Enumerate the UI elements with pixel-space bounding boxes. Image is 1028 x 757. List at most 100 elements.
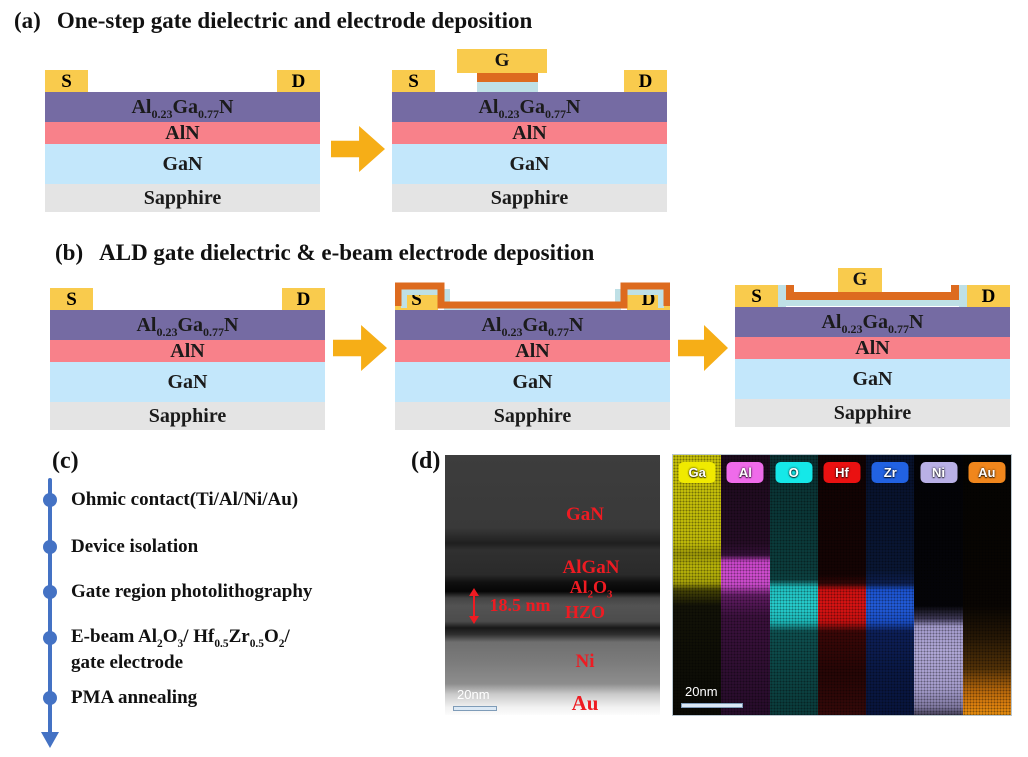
epi-stack: Al0.23Ga0.77N AlN GaN Sapphire <box>735 307 1010 427</box>
layer-aln: AlN <box>392 122 667 144</box>
device-b-conformal: S D Al0.23Ga0.77N AlN GaN Sapphire <box>395 278 670 430</box>
device-b-initial: S D Al0.23Ga0.77N AlN GaN Sapphire <box>50 288 325 430</box>
layer-algan: Al0.23Ga0.77N <box>50 310 325 340</box>
layer-sapphire: Sapphire <box>50 402 325 430</box>
layer-aln-label: AlN <box>512 122 547 144</box>
source-pad: S <box>735 285 778 307</box>
layer-aln: AlN <box>50 340 325 362</box>
layer-aln: AlN <box>45 122 320 144</box>
drain-label: D <box>638 70 653 92</box>
process-arrow-icon <box>331 126 385 172</box>
ebeam-metal-layer <box>395 282 670 309</box>
eds-badge-al: Al <box>726 462 764 483</box>
source-pad: S <box>50 288 93 310</box>
timeline-line <box>48 478 52 734</box>
panel-a-title-text: One-step gate dielectric and electrode d… <box>56 8 533 33</box>
panel-b-label: (b) <box>55 240 84 265</box>
layer-aln-label: AlN <box>855 337 890 359</box>
panel-c-label: (c) <box>52 448 79 474</box>
eds-scalebar <box>681 703 743 708</box>
tem-image: GaN AlGaN Al2O3 HZO Ni Au 18.5 nm 20nm <box>445 455 660 715</box>
layer-algan-label: Al0.23Ga0.77N <box>131 96 234 121</box>
source-label: S <box>751 285 762 307</box>
layer-algan: Al0.23Ga0.77N <box>45 92 320 122</box>
process-step: Ohmic contact(Ti/Al/Ni/Au) <box>71 489 299 510</box>
layer-algan-label: Al0.23Ga0.77N <box>478 96 581 121</box>
epi-stack: Al0.23Ga0.77N AlN GaN Sapphire <box>50 310 325 430</box>
layer-sapphire-label: Sapphire <box>493 405 572 427</box>
tem-label-au: Au <box>571 691 599 715</box>
layer-algan-label: Al0.23Ga0.77N <box>821 311 924 336</box>
source-label: S <box>61 70 72 92</box>
tem-label-hzo: HZO <box>564 602 606 622</box>
layer-gan: GaN <box>735 359 1010 399</box>
layer-gan: GaN <box>50 362 325 402</box>
panel-a-label: (a) <box>14 8 41 33</box>
eds-badge-zr: Zr <box>871 462 909 483</box>
process-step: Gate region photolithography <box>71 581 313 602</box>
source-label: S <box>66 288 77 310</box>
tem-label-al2o3: Al2O3 <box>569 577 613 601</box>
tem-label-ni: Ni <box>575 651 595 672</box>
layer-aln-label: AlN <box>170 340 205 362</box>
layer-algan-label: Al0.23Ga0.77N <box>481 314 584 339</box>
gate-label: G <box>852 269 868 290</box>
layer-sapphire: Sapphire <box>395 402 670 430</box>
layer-sapphire-label: Sapphire <box>148 405 227 427</box>
drain-label: D <box>296 288 311 310</box>
eds-strip-zr: Zr <box>866 455 915 715</box>
drain-pad: D <box>277 70 320 92</box>
layer-algan: Al0.23Ga0.77N <box>395 310 670 340</box>
process-step: Device isolation <box>71 536 199 557</box>
timeline-dot <box>43 493 57 507</box>
timeline-arrowhead-icon <box>41 732 59 748</box>
eds-strip-ni: Ni <box>914 455 963 715</box>
layer-sapphire-label: Sapphire <box>143 187 222 209</box>
epi-stack: Al0.23Ga0.77N AlN GaN Sapphire <box>45 92 320 212</box>
drain-pad: D <box>282 288 325 310</box>
layer-sapphire-label: Sapphire <box>490 187 569 209</box>
layer-sapphire: Sapphire <box>392 184 667 212</box>
gate-metal-layer <box>786 292 959 300</box>
eds-strip-o: O <box>769 455 818 715</box>
device-b-gated: G S D Al0.23Ga0.77N AlN GaN Sapphire <box>735 268 1010 427</box>
gate-dielectric-layer <box>477 82 538 92</box>
eds-strip-hf: Hf <box>817 455 867 715</box>
layer-gan: GaN <box>45 144 320 184</box>
tem-scalebar-label: 20nm <box>457 687 490 702</box>
layer-aln: AlN <box>395 340 670 362</box>
layer-gan-label: GaN <box>167 371 208 393</box>
gate-metal-layer <box>477 73 538 82</box>
eds-badge-hf: Hf <box>823 462 861 483</box>
layer-aln-label: AlN <box>515 340 550 362</box>
layer-gan-label: GaN <box>162 153 203 175</box>
eds-strip-ga: Ga <box>673 455 722 715</box>
layer-aln: AlN <box>735 337 1010 359</box>
source-pad: S <box>392 70 435 92</box>
eds-scalebar-label: 20nm <box>685 684 718 699</box>
process-arrow-icon <box>333 325 387 371</box>
source-label: S <box>408 70 419 92</box>
layer-gan-label: GaN <box>512 371 553 393</box>
panel-c-process-flow: (c) Ohmic contact(Ti/Al/Ni/Au) Device is… <box>28 445 428 757</box>
drain-label: D <box>291 70 306 92</box>
panel-d-tem-eds: (d) GaN AlGaN Al2O3 HZO Ni Au 18.5 nm 20… <box>408 445 1024 725</box>
thickness-arrow-icon <box>467 588 481 624</box>
tem-label-algan: AlGaN <box>562 557 620 578</box>
layer-sapphire: Sapphire <box>45 184 320 212</box>
drain-pad: D <box>624 70 667 92</box>
thickness-value: 18.5 nm <box>489 595 551 615</box>
eds-badge-au: Au <box>968 462 1006 483</box>
layer-gan: GaN <box>392 144 667 184</box>
layer-gan: GaN <box>395 362 670 402</box>
gate-label: G <box>494 50 510 71</box>
panel-b-title-text: ALD gate dielectric & e-beam electrode d… <box>99 240 595 265</box>
layer-aln-label: AlN <box>165 122 200 144</box>
panel-b-title: (b) ALD gate dielectric & e-beam electro… <box>55 240 594 266</box>
gate-dielectric-layer <box>959 285 967 307</box>
epi-stack: Al0.23Ga0.77N AlN GaN Sapphire <box>395 310 670 430</box>
eds-strip-au: Au <box>962 455 1011 715</box>
process-arrow-icon <box>678 325 728 371</box>
gate-dielectric-layer <box>786 300 959 306</box>
